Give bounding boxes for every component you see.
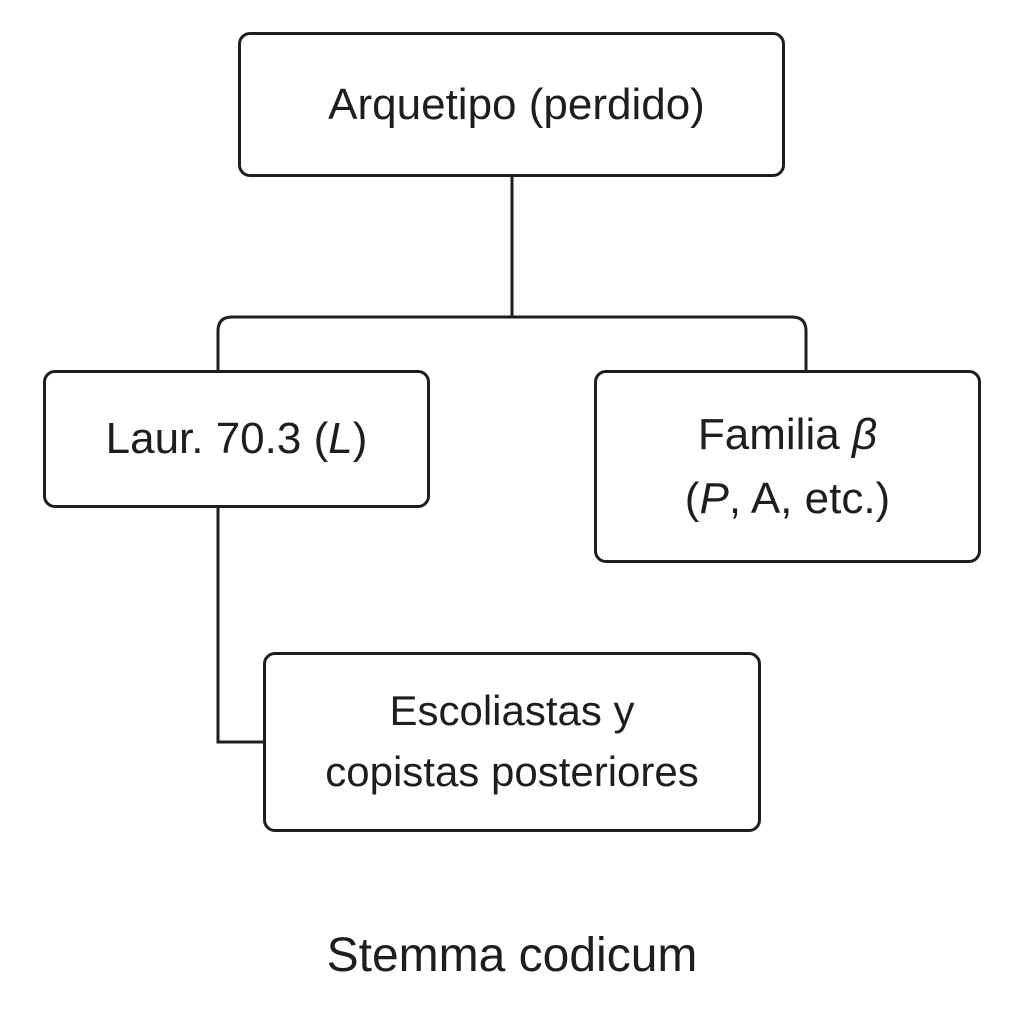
node-beta-line2: (P, A, etc.) — [684, 473, 891, 523]
node-escoliastas: Escoliastas y copistas posteriores — [263, 652, 761, 832]
diagram-caption: Stemma codicum — [326, 929, 698, 982]
node-esc-line2: copistas posteriores — [325, 748, 699, 795]
node-laur-label: Laur. 70.3 (L) — [105, 414, 368, 464]
node-archetype-label: Arquetipo (perdido) — [328, 79, 705, 129]
node-esc-line1: Escoliastas y — [389, 687, 635, 735]
node-beta-line1: Familia β — [697, 409, 878, 459]
edge-branch-to-beta — [512, 315, 808, 370]
edge-branch-to-laur — [216, 315, 512, 370]
node-archetype: Arquetipo (perdido) — [238, 32, 785, 177]
node-laur-70-3: Laur. 70.3 (L) — [43, 370, 430, 508]
node-familia-beta: Familia β (P, A, etc.) — [594, 370, 981, 563]
edge-laur-to-esc — [216, 508, 263, 744]
